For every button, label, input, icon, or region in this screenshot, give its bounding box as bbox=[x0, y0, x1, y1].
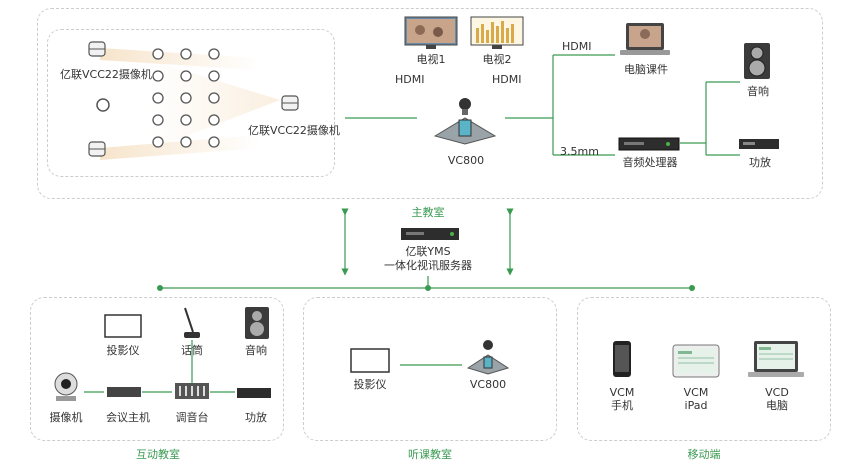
phone-icon bbox=[612, 340, 632, 378]
camera-icon bbox=[50, 372, 82, 402]
camera-zone-box bbox=[47, 29, 335, 177]
server-line1: 亿联YMS bbox=[405, 245, 451, 258]
mobile-phone-line2: 手机 bbox=[611, 399, 633, 412]
mobile-ipad-line2: iPad bbox=[684, 399, 708, 412]
speaker-icon bbox=[244, 306, 270, 340]
mobile-ipad-line1: VCM bbox=[683, 386, 709, 399]
audio-processor-label: 音频处理器 bbox=[622, 156, 678, 169]
audio-processor-icon bbox=[618, 137, 680, 151]
main-classroom-label: 主教室 bbox=[411, 206, 445, 219]
mobile-pc-line1: VCD bbox=[765, 386, 789, 399]
student-seats bbox=[148, 46, 228, 156]
camera-icon bbox=[96, 98, 110, 112]
camera-icon bbox=[280, 94, 300, 112]
mobile-pc-line2: 电脑 bbox=[766, 399, 788, 412]
listening-classroom-box bbox=[303, 297, 557, 441]
main-classroom-box bbox=[37, 8, 823, 199]
vc800-main-label: VC800 bbox=[447, 154, 485, 167]
mobile-phone-line1: VCM bbox=[609, 386, 635, 399]
listening-classroom-label: 听课教室 bbox=[408, 448, 452, 461]
amplifier-icon bbox=[738, 138, 780, 150]
projector-screen-icon bbox=[350, 348, 390, 373]
projector-screen-icon bbox=[104, 314, 142, 338]
ir-speaker-label: 音响 bbox=[245, 344, 267, 357]
microphone-icon bbox=[180, 306, 202, 340]
pc-courseware-label: 电脑课件 bbox=[624, 63, 668, 76]
lr-projector-label: 投影仪 bbox=[353, 378, 387, 391]
ir-amplifier-label: 功放 bbox=[245, 411, 267, 424]
mixer-icon bbox=[174, 382, 210, 400]
ir-microphone-label: 话筒 bbox=[181, 344, 203, 357]
amplifier-label: 功放 bbox=[749, 156, 771, 169]
tv-icon bbox=[404, 16, 458, 50]
interactive-classroom-label: 互动教室 bbox=[136, 448, 180, 461]
ipad-icon bbox=[672, 344, 720, 378]
speaker-label: 音响 bbox=[747, 85, 769, 98]
interactive-classroom-box bbox=[30, 297, 284, 441]
camera-right-label: 亿联VCC22摄像机 bbox=[248, 124, 340, 137]
camera-icon bbox=[87, 40, 107, 58]
server-line2: 一体化视讯服务器 bbox=[384, 259, 472, 272]
camera-icon bbox=[87, 140, 107, 158]
ir-conference-host-label: 会议主机 bbox=[106, 411, 150, 424]
tv2-label: 电视2 bbox=[482, 53, 512, 66]
server-icon bbox=[400, 227, 460, 241]
lr-vc800-label: VC800 bbox=[469, 378, 507, 391]
mobile-box bbox=[577, 297, 831, 441]
speaker-icon bbox=[743, 42, 771, 80]
conference-host-icon bbox=[106, 386, 142, 398]
tv1-label: 电视1 bbox=[416, 53, 446, 66]
hdmi-left-label: HDMI bbox=[395, 73, 425, 86]
hdmi-right-label: HDMI bbox=[492, 73, 522, 86]
vc800-icon bbox=[462, 338, 514, 376]
laptop-icon bbox=[748, 340, 804, 380]
ir-camera-label: 摄像机 bbox=[49, 411, 83, 424]
amplifier-icon bbox=[236, 387, 272, 399]
hdmi-top-label: HDMI bbox=[562, 40, 592, 53]
jack-label: 3.5mm bbox=[560, 145, 599, 158]
vc800-icon bbox=[425, 96, 505, 146]
camera-left-label: 亿联VCC22摄像机 bbox=[60, 68, 152, 81]
mobile-label: 移动端 bbox=[687, 448, 721, 461]
ir-projector-label: 投影仪 bbox=[106, 344, 140, 357]
laptop-icon bbox=[620, 22, 670, 58]
tv-icon bbox=[470, 16, 524, 50]
ir-mixer-label: 调音台 bbox=[175, 411, 209, 424]
